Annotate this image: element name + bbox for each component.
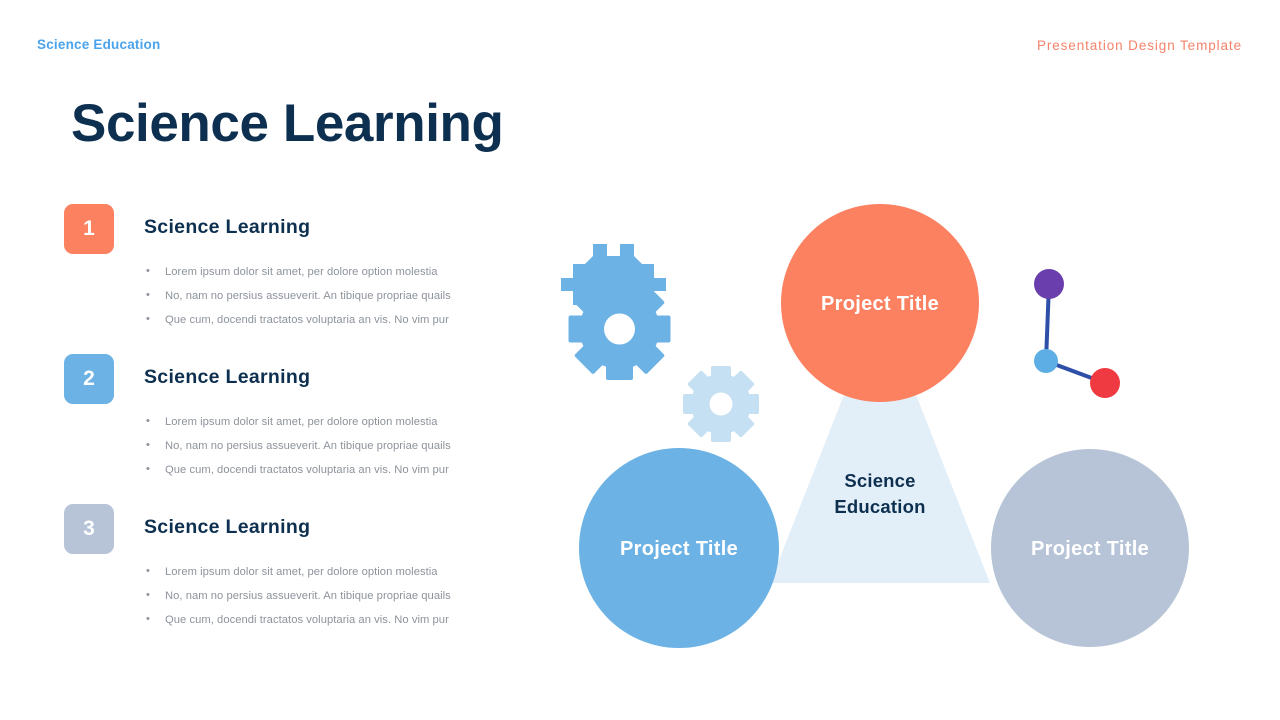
item-title-2: Science Learning	[144, 366, 311, 388]
list-item: 1 Science Learning Lorem ipsum dolor sit…	[64, 204, 534, 354]
bullet: No, nam no persius assueverit. An tibiqu…	[146, 433, 451, 458]
content-list: 1 Science Learning Lorem ipsum dolor sit…	[64, 204, 534, 654]
header-right-label: Presentation Design Template	[1036, 38, 1242, 53]
item-number-badge-2: 2	[64, 354, 114, 404]
circle-bottom-right-label: Project Title	[1031, 538, 1149, 560]
bullet: Que cum, docendi tractatos voluptaria an…	[146, 307, 451, 332]
circle-bottom-left-label: Project Title	[620, 538, 738, 560]
item-bullets-3: Lorem ipsum dolor sit amet, per dolore o…	[146, 559, 451, 633]
bullet: Lorem ipsum dolor sit amet, per dolore o…	[146, 409, 451, 434]
molecule-node-purple	[1034, 269, 1064, 299]
circle-bottom-right[interactable]: Project Title	[991, 449, 1189, 647]
venn-triangle-diagram: Project Title Project Title Project Titl…	[560, 180, 1220, 670]
bullet: No, nam no persius assueverit. An tibiqu…	[146, 283, 451, 308]
gear-large	[568, 278, 671, 380]
circle-top[interactable]: Project Title	[781, 204, 979, 402]
list-item: 3 Science Learning Lorem ipsum dolor sit…	[64, 504, 534, 654]
item-number-badge-3: 3	[64, 504, 114, 554]
molecule-node-red	[1090, 368, 1120, 398]
item-title-1: Science Learning	[144, 216, 311, 238]
item-bullets-2: Lorem ipsum dolor sit amet, per dolore o…	[146, 409, 451, 483]
bullet: Lorem ipsum dolor sit amet, per dolore o…	[146, 259, 451, 284]
circle-top-label: Project Title	[821, 293, 939, 315]
gear-small	[683, 366, 759, 442]
bullet: Que cum, docendi tractatos voluptaria an…	[146, 457, 451, 482]
center-label-line2: Education	[834, 496, 925, 517]
center-label-line1: Science	[844, 470, 915, 491]
center-triangle	[770, 303, 990, 583]
molecule-node-blue	[1034, 349, 1058, 373]
bullet: Lorem ipsum dolor sit amet, per dolore o…	[146, 559, 451, 584]
page-title: Science Learning	[71, 94, 504, 153]
circle-bottom-left[interactable]: Project Title	[579, 448, 779, 648]
list-item: 2 Science Learning Lorem ipsum dolor sit…	[64, 354, 534, 504]
bullet: No, nam no persius assueverit. An tibiqu…	[146, 583, 451, 608]
molecule-graphic	[1034, 269, 1120, 398]
item-bullets-1: Lorem ipsum dolor sit amet, per dolore o…	[146, 259, 451, 333]
item-title-3: Science Learning	[144, 516, 311, 538]
bullet: Que cum, docendi tractatos voluptaria an…	[146, 607, 451, 632]
item-number-badge-1: 1	[64, 204, 114, 254]
header-left-label: Science Education	[37, 37, 161, 52]
